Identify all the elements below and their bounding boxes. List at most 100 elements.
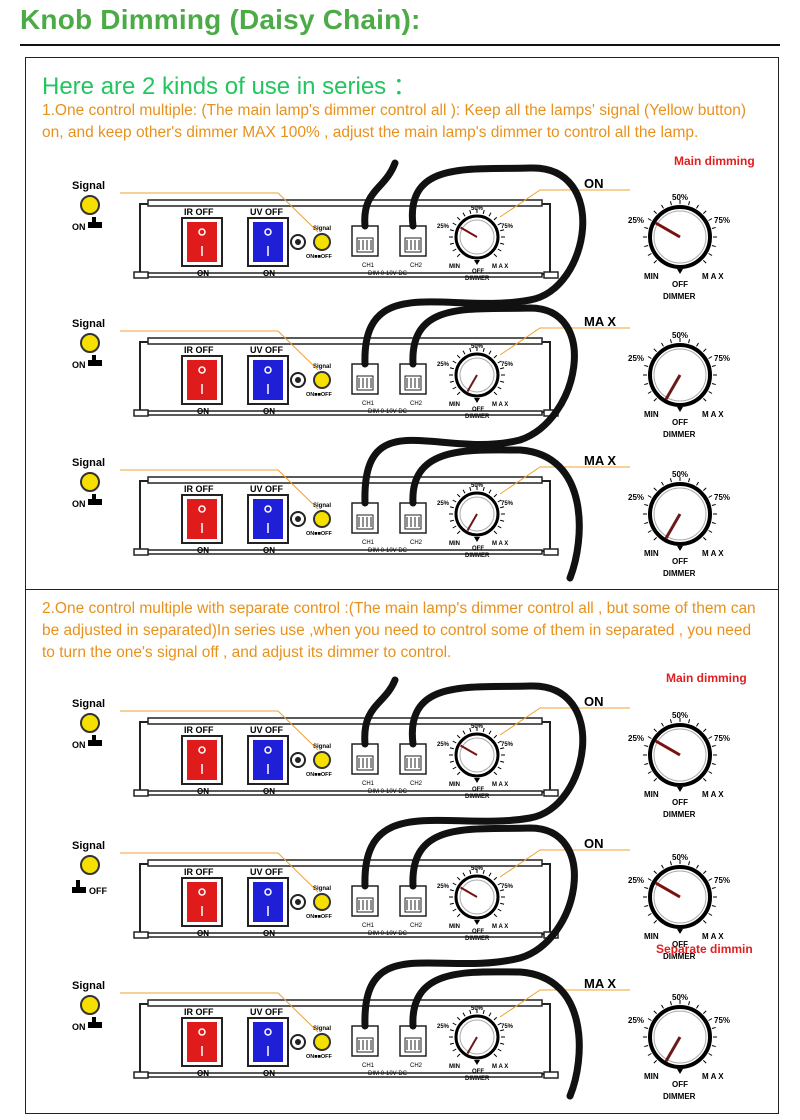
ch2-port-socket bbox=[404, 755, 422, 771]
knob-ring bbox=[653, 728, 707, 782]
knob-tick bbox=[653, 1010, 658, 1015]
knob-tick bbox=[644, 364, 649, 367]
knob-tick bbox=[500, 1029, 505, 1032]
driver-top-edge bbox=[147, 476, 543, 484]
ch1-label: CH1 bbox=[362, 263, 375, 269]
driver-top-edge bbox=[147, 859, 543, 867]
panel-knob-max: M A X bbox=[492, 402, 508, 408]
signal-callout-line bbox=[120, 469, 319, 510]
knob-tick bbox=[647, 356, 652, 359]
knob-tick bbox=[456, 1053, 461, 1058]
knob-tick bbox=[669, 478, 672, 483]
knob-tick bbox=[493, 530, 498, 535]
knob-tick bbox=[653, 397, 658, 402]
panel-signal-button bbox=[313, 233, 331, 251]
mount-tab bbox=[543, 789, 559, 797]
fuse-holder-center bbox=[295, 377, 301, 383]
dimmer-state-label: ON bbox=[584, 176, 604, 191]
knob-tick bbox=[497, 740, 502, 744]
knob-off-arrow bbox=[677, 929, 683, 934]
knob-tick bbox=[711, 886, 716, 889]
knob-tick bbox=[488, 872, 492, 877]
knob-tick bbox=[497, 360, 502, 364]
knob-tick bbox=[647, 1018, 652, 1021]
knob-tick bbox=[644, 886, 649, 889]
cable bbox=[361, 682, 587, 890]
knob-label-50: 50% bbox=[672, 711, 688, 720]
knob-tick bbox=[711, 744, 716, 747]
knob-tick bbox=[452, 499, 457, 503]
ir-on-label: ON bbox=[197, 787, 209, 796]
knob-label-25: 25% bbox=[628, 1016, 644, 1025]
knob-label-dimmer: DIMMER bbox=[663, 952, 696, 961]
knob-tick bbox=[482, 1009, 485, 1014]
knob-tick bbox=[462, 350, 466, 355]
panel-knob-off: OFF bbox=[472, 787, 484, 793]
dimmer-state-label: ON bbox=[584, 694, 604, 709]
signal-state-label: OFF bbox=[89, 886, 107, 896]
knob-label-off: OFF bbox=[672, 280, 688, 289]
knob-label-min: MIN bbox=[644, 272, 659, 281]
knob-label-dimmer: DIMMER bbox=[663, 1092, 696, 1101]
knob-tick bbox=[482, 209, 485, 214]
knob-tick bbox=[702, 348, 707, 353]
section2-text: 2.One control multiple with separate con… bbox=[42, 600, 756, 661]
ch1-port-socket bbox=[356, 514, 374, 530]
knob-tick bbox=[653, 210, 658, 215]
knob-tick bbox=[711, 1026, 716, 1029]
knob-label-25: 25% bbox=[628, 734, 644, 743]
knob-tick bbox=[669, 719, 672, 724]
signal-state-label: ON bbox=[72, 360, 86, 370]
uv-off-label: UV OFF bbox=[250, 1007, 284, 1017]
knob-tick bbox=[647, 253, 652, 256]
uv-on-label: ON bbox=[263, 787, 275, 796]
knob-tick bbox=[500, 1042, 505, 1045]
panel-knob-off: OFF bbox=[472, 929, 484, 935]
signal-label: Signal bbox=[72, 980, 105, 992]
knob-pointer bbox=[466, 1036, 478, 1054]
cable bbox=[361, 676, 399, 748]
panel-signal-switch-label: ON■■OFF bbox=[306, 772, 333, 778]
knob-tick bbox=[469, 486, 472, 491]
uv-off-label: UV OFF bbox=[250, 207, 284, 217]
signal-switch-icon bbox=[88, 360, 102, 366]
panel-knob-75: 75% bbox=[501, 1024, 514, 1030]
knob-tick bbox=[702, 536, 707, 541]
ir-off-label: IR OFF bbox=[184, 725, 214, 735]
knob-tick bbox=[688, 201, 691, 206]
knob-tick bbox=[500, 519, 505, 522]
knob-label-75: 75% bbox=[714, 876, 730, 885]
ch1-port-socket bbox=[356, 755, 374, 771]
panel-signal-button bbox=[313, 1033, 331, 1051]
knob-tick bbox=[653, 728, 658, 733]
knob-label-min: MIN bbox=[644, 410, 659, 419]
panel-knob-75: 75% bbox=[501, 501, 514, 507]
panel-knob-min: MIN bbox=[449, 1064, 460, 1070]
knob-tick bbox=[653, 777, 658, 782]
dimmer-state-label: MA X bbox=[584, 314, 616, 329]
knob-pointer bbox=[466, 513, 478, 531]
knob-tick bbox=[644, 1045, 649, 1048]
knob-tick bbox=[452, 1022, 457, 1026]
panel-signal-label: Signal bbox=[313, 503, 331, 509]
knob-tick bbox=[497, 1048, 502, 1052]
knob-tick bbox=[653, 1059, 658, 1064]
knob-label-off: OFF bbox=[672, 798, 688, 807]
knob-tick bbox=[493, 354, 498, 359]
knob-tick bbox=[647, 771, 652, 774]
knob-tick bbox=[462, 872, 466, 877]
knob-tick bbox=[452, 360, 457, 364]
knob-tick bbox=[661, 864, 664, 869]
knob-tick bbox=[669, 201, 672, 206]
knob-pointer bbox=[664, 374, 682, 400]
knob-tick bbox=[452, 908, 457, 912]
knob-tick bbox=[708, 1053, 713, 1056]
ir-on-label: ON bbox=[197, 929, 209, 938]
switch-off-symbol bbox=[264, 505, 272, 513]
knob-tick bbox=[449, 242, 454, 245]
knob-tick bbox=[696, 481, 699, 486]
signal-label: Signal bbox=[72, 318, 105, 330]
panel-knob-25: 25% bbox=[437, 1024, 450, 1030]
knob-tick bbox=[644, 522, 649, 525]
